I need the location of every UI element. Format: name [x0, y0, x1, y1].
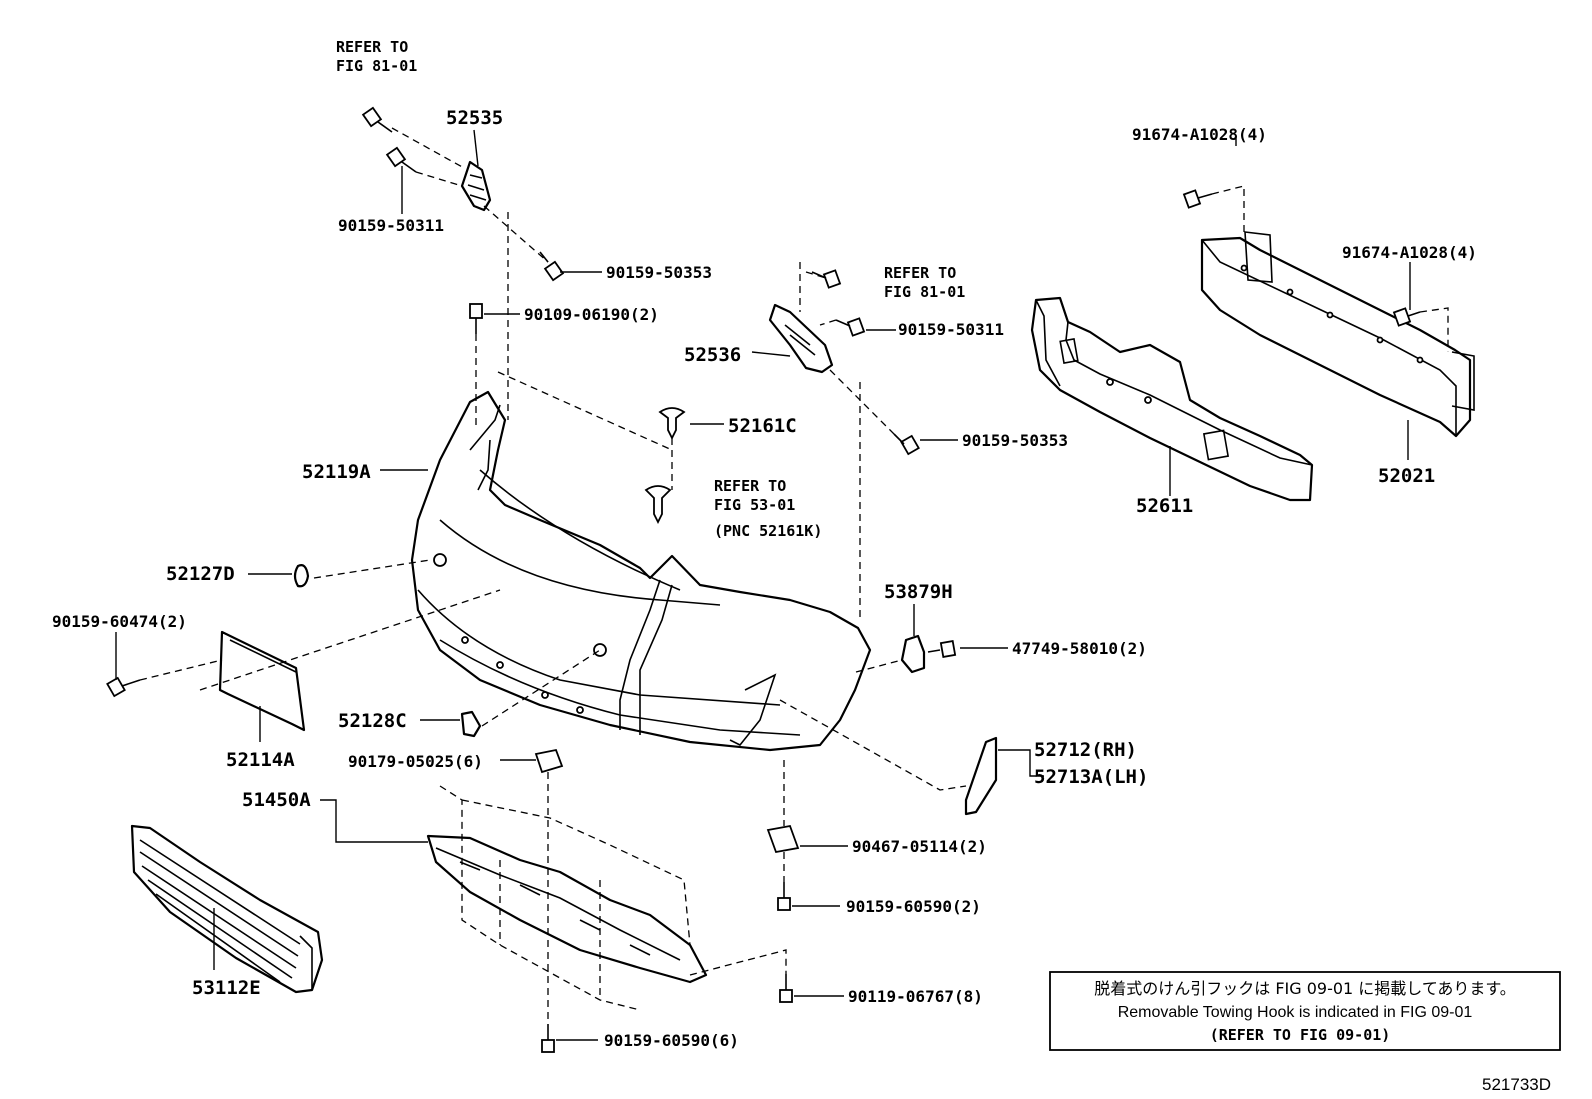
label-52119a: 52119A — [302, 461, 371, 483]
bracket-52535 — [460, 160, 492, 212]
label-51450a: 51450A — [242, 789, 311, 811]
label-52535: 52535 — [446, 107, 503, 129]
bumper-cover-52119a — [410, 390, 872, 752]
label-refer-53-01-line1: REFER TO — [714, 477, 786, 495]
label-90159-50353-a: 90159-50353 — [606, 263, 712, 282]
leader-lines — [115, 129, 1411, 1041]
label-refer-53-01-line2: FIG 53-01 — [714, 496, 795, 514]
label-91674-a1028-a: 91674-A1028(4) — [1132, 125, 1267, 144]
note-japanese: 脱着式のけん引フックは FIG 09-01 に掲載してあります。 — [1094, 979, 1516, 998]
label-53112e: 53112E — [192, 977, 261, 999]
absorber-52611 — [1030, 296, 1314, 502]
label-90159-50311-a: 90159-50311 — [338, 216, 444, 235]
label-47749-58010: 47749-58010(2) — [1012, 639, 1147, 658]
reinforcement-52021 — [1200, 231, 1475, 438]
note-english: Removable Towing Hook is indicated in FI… — [1118, 1004, 1473, 1021]
note-refer: (REFER TO FIG 09-01) — [1210, 1026, 1391, 1044]
side-marker-52712 — [964, 736, 998, 816]
label-52128c: 52128C — [338, 710, 407, 732]
label-90159-60590-b: 90159-60590(6) — [604, 1031, 739, 1050]
bracket-53879h — [900, 634, 926, 674]
label-refer-81-01-top-line2: FIG 81-01 — [336, 57, 417, 75]
under-cover-51450a — [426, 834, 708, 984]
grille-53112e — [130, 824, 324, 994]
label-refer-81-01-mid-line2: FIG 81-01 — [884, 283, 965, 301]
label-90159-60590-a: 90159-60590(2) — [846, 897, 981, 916]
fasteners — [106, 106, 1421, 1053]
label-53879h: 53879H — [884, 581, 953, 603]
label-52611: 52611 — [1136, 495, 1193, 517]
cap-52127d — [293, 564, 310, 588]
license-plate-bracket-52114a — [218, 630, 306, 732]
label-refer-53-01-line3: (PNC 52161K) — [714, 522, 822, 540]
label-52127d: 52127D — [166, 563, 235, 585]
label-52021: 52021 — [1378, 465, 1435, 487]
label-90159-60474: 90159-60474(2) — [52, 612, 187, 631]
label-90119-06767: 90119-06767(8) — [848, 987, 983, 1006]
label-52713a-lh: 52713A(LH) — [1034, 766, 1148, 788]
assembly-lines — [139, 127, 1449, 1024]
label-52114a: 52114A — [226, 749, 295, 771]
cap-52128c — [460, 710, 482, 738]
label-90159-50311-b: 90159-50311 — [898, 320, 1004, 339]
bracket-52536 — [768, 303, 834, 374]
label-refer-81-01-top-line1: REFER TO — [336, 38, 408, 56]
label-90109-06190: 90109-06190(2) — [524, 305, 659, 324]
label-52161c: 52161C — [728, 415, 797, 437]
figure-code: 521733D — [1482, 1075, 1551, 1094]
label-90467-05114: 90467-05114(2) — [852, 837, 987, 856]
label-52712-rh: 52712(RH) — [1034, 739, 1137, 761]
towing-hook-note: 脱着式のけん引フックは FIG 09-01 に掲載してあります。 Removab… — [1049, 971, 1561, 1051]
part-labels: REFER TO FIG 81-01 52535 90159-50311 901… — [52, 38, 1477, 1050]
label-52536: 52536 — [684, 344, 741, 366]
label-91674-a1028-b: 91674-A1028(4) — [1342, 243, 1477, 262]
label-90159-50353-b: 90159-50353 — [962, 431, 1068, 450]
label-90179-05025: 90179-05025(6) — [348, 752, 483, 771]
label-refer-81-01-mid-line1: REFER TO — [884, 264, 956, 282]
